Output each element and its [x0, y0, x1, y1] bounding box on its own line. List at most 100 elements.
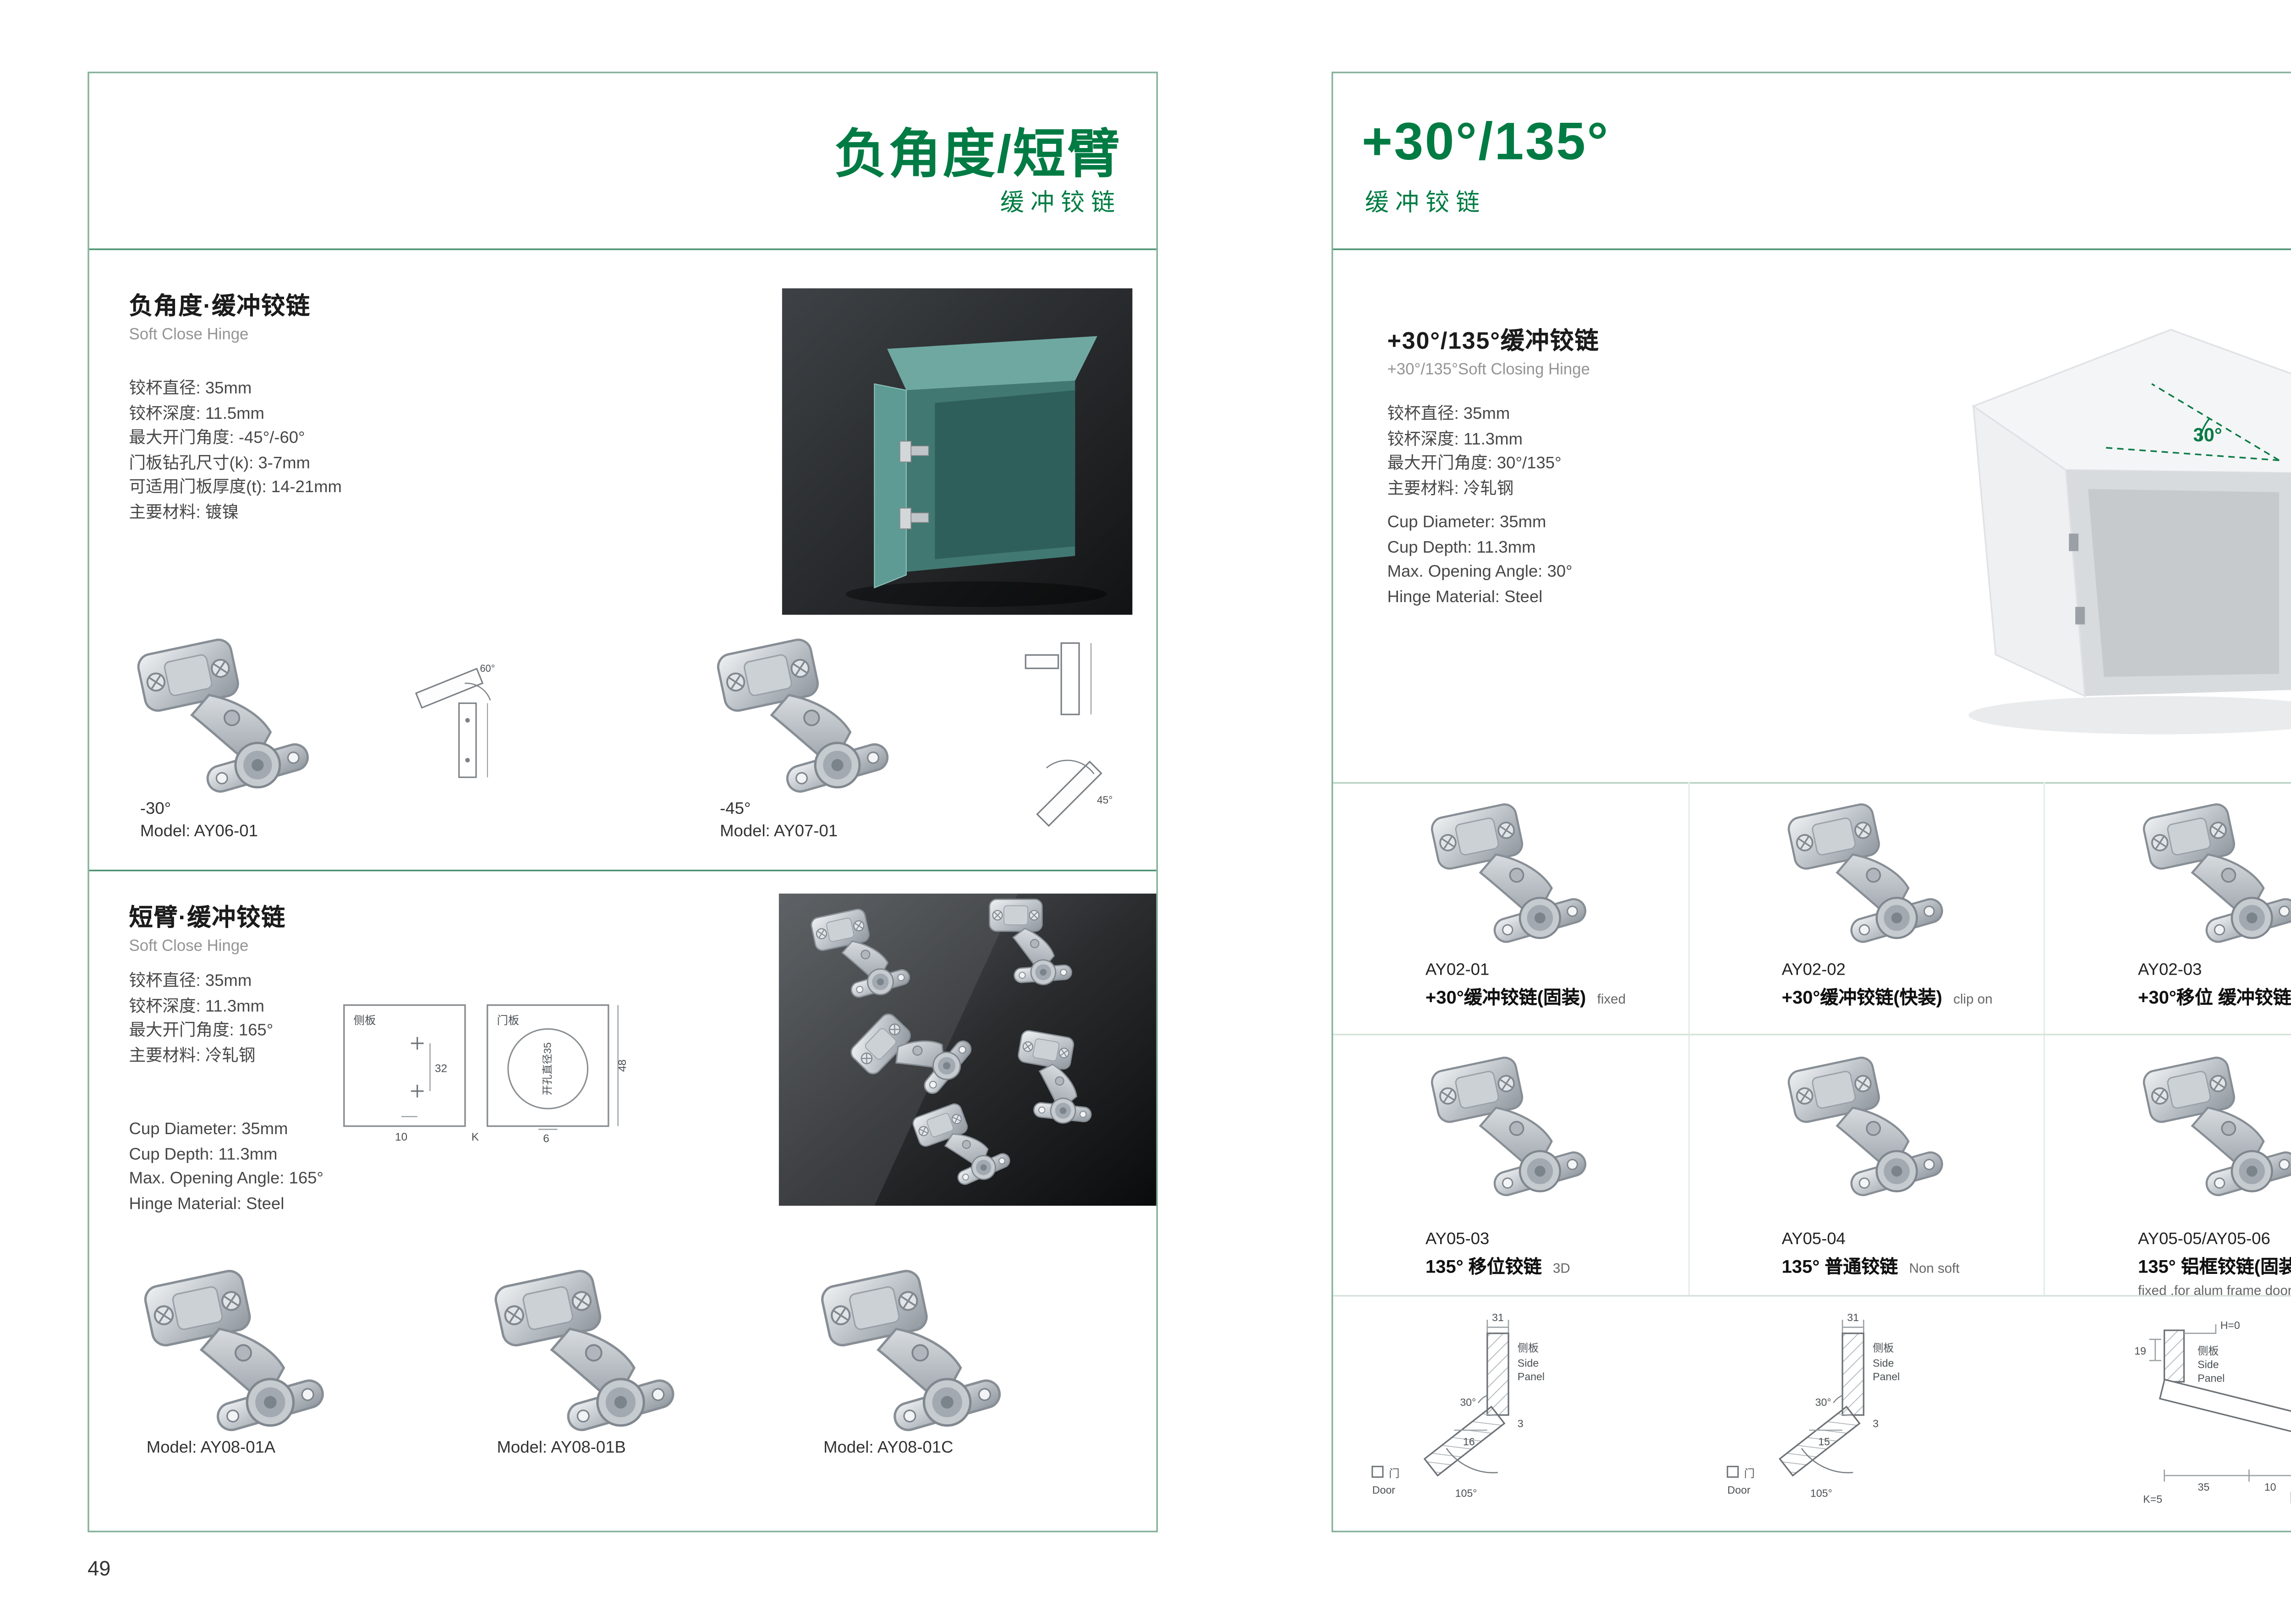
dim-label: 19 — [2135, 1345, 2147, 1357]
side-panel-label: 侧板 — [2198, 1345, 2219, 1357]
spec-line: Cup Depth: 11.3mm — [129, 1144, 278, 1164]
spec-list-cn: 铰杯直径: 35mm 铰杯深度: 11.3mm 最大开门角度: 30°/135°… — [1387, 403, 1562, 502]
product-code: AY02-01 — [1425, 960, 1490, 980]
angle-label: 105° — [1810, 1487, 1832, 1499]
hole-label: 开孔直径35 — [542, 1042, 554, 1095]
product-model-label: Model: AY08-01A — [146, 1438, 276, 1458]
section-heading: +30°/135°缓冲铰链 — [1387, 328, 1600, 356]
dim-label: 45° — [1097, 794, 1113, 806]
tech-drawing-drilling: 侧板 32 10 K 门板 开孔直径35 48 6 — [343, 1004, 629, 1145]
hinge-photo — [137, 1260, 338, 1437]
product-name: +30°缓冲铰链(固装)fixed — [1425, 989, 1626, 1009]
side-panel-label: 侧板 — [1873, 1342, 1894, 1354]
door-label-en: Door — [1372, 1484, 1395, 1496]
product-code: AY05-03 — [1425, 1229, 1490, 1249]
hinge-photo — [131, 629, 322, 798]
product-name: +30°缓冲铰链(快装)clip on — [1781, 989, 1993, 1009]
hinge-photo — [1782, 795, 1954, 948]
grid-row-diagrams: 31 侧板 Side Panel 105° 30° 3 16 — [1333, 1295, 2291, 1531]
spec-line: Hinge Material: Steel — [129, 1194, 285, 1213]
door-label: 门 — [1388, 1467, 1399, 1479]
grid-row-1: AY02-01 +30°缓冲铰链(固装)fixed AY02-02 +30°缓冲… — [1333, 782, 2291, 1034]
spec-line: Max. Opening Angle: 30° — [1387, 562, 1573, 582]
hinge-photo — [1425, 795, 1597, 948]
product-tag: fixed — [1597, 991, 1626, 1007]
page-subtitle: 缓冲铰链 — [1000, 189, 1122, 217]
product-model-label: Model: AY06-01 — [140, 822, 258, 841]
spec-line: Hinge Material: Steel — [1387, 587, 1543, 606]
h-label: H=0 — [2221, 1319, 2241, 1331]
hinge-photo — [710, 629, 901, 798]
door-label-en: Door — [1727, 1484, 1750, 1496]
product-tag: clip on — [1953, 991, 1993, 1007]
side-panel-label: 侧板 — [1517, 1342, 1538, 1354]
tech-drawing-neg45: 45° — [1025, 642, 1113, 827]
product-ay08-01b: Model: AY08-01B — [488, 1260, 726, 1459]
spec-line: 主要材料: 冷轧钢 — [1387, 478, 1514, 498]
door-panel-label: 门板 — [497, 1015, 520, 1027]
section-heading: 负角度·缓冲铰链 — [129, 293, 311, 320]
spec-line: 主要材料: 冷轧钢 — [129, 1045, 256, 1065]
hinge-photo — [2138, 1048, 2291, 1201]
spec-line: Cup Depth: 11.3mm — [1387, 538, 1536, 557]
dim-label: 32 — [435, 1062, 447, 1075]
angle-label: 30° — [1815, 1396, 1831, 1408]
section-heading: 短臂·缓冲铰链 — [129, 905, 286, 932]
product-tag: 3D — [1553, 1260, 1570, 1276]
right-header: +30°/135° 缓冲铰链 — [1333, 73, 2291, 250]
spec-line: 铰杯直径: 35mm — [129, 379, 252, 398]
spec-list: 铰杯直径: 35mm 铰杯深度: 11.5mm 最大开门角度: -45°/-60… — [129, 378, 342, 526]
install-diagram-1: 31 侧板 Side Panel 105° 30° 3 16 — [1333, 1296, 1688, 1531]
spec-line: 铰杯直径: 35mm — [1387, 404, 1510, 424]
dim-label: 10 — [395, 1131, 407, 1143]
product-model-label: Model: AY08-01B — [497, 1438, 626, 1458]
page-number-left: 49 — [88, 1556, 111, 1580]
section-heading-block: +30°/135°缓冲铰链 +30°/135°Soft Closing Hing… — [1387, 324, 1600, 379]
spec-line: 主要材料: 镀镍 — [129, 502, 239, 522]
product-code: AY05-04 — [1781, 1229, 1846, 1249]
product-name: +30°移位 缓冲铰链3D — [2138, 989, 2291, 1009]
install-diagram-2: 31 侧板 Side Panel 105° 30° 3 15 — [1689, 1296, 2044, 1531]
product-ay06-01: -30° Model: AY06-01 — [131, 629, 369, 843]
page-left: 负角度/短臂 缓冲铰链 负角度·缓冲铰链 Soft Close Hinge 铰杯… — [88, 71, 1158, 1532]
section-heading-block: 短臂·缓冲铰链 Soft Close Hinge — [129, 900, 286, 955]
product-model-label: Model: AY07-01 — [720, 822, 838, 841]
dim-label: 31 — [1847, 1311, 1859, 1323]
spec-line: 最大开门角度: -45°/-60° — [129, 428, 305, 448]
dim-label: 15 — [1818, 1436, 1830, 1448]
spec-line: Cup Diameter: 35mm — [129, 1119, 288, 1139]
door-label: 门 — [1744, 1467, 1754, 1479]
spec-list-en: Cup Diameter: 35mm Cup Depth: 11.3mm Max… — [1387, 511, 1573, 610]
product-grid: AY02-01 +30°缓冲铰链(固装)fixed AY02-02 +30°缓冲… — [1333, 782, 2291, 1531]
section-short-arm: 短臂·缓冲铰链 Soft Close Hinge 铰杯直径: 35mm 铰杯深度… — [89, 871, 1156, 1531]
section-negative-angle: 负角度·缓冲铰链 Soft Close Hinge 铰杯直径: 35mm 铰杯深… — [89, 250, 1156, 872]
product-cell-ay02-02: AY02-02 +30°缓冲铰链(快装)clip on — [1689, 782, 2046, 1034]
side-panel-label-en: Side — [1517, 1357, 1538, 1369]
product-ay07-01: -45° Model: AY07-01 — [710, 629, 949, 843]
side-panel-label-en: Side — [1873, 1357, 1894, 1369]
dim-label: 60° — [480, 663, 495, 674]
spec-line: 最大开门角度: 30°/135° — [1387, 454, 1562, 473]
spec-line: Max. Opening Angle: 165° — [129, 1169, 324, 1189]
side-panel-label-en: Panel — [2198, 1372, 2225, 1384]
product-cell-ay02-01: AY02-01 +30°缓冲铰链(固装)fixed — [1333, 782, 1689, 1034]
hinge-photo — [488, 1260, 688, 1437]
spec-line: 铰杯深度: 11.5mm — [129, 404, 264, 423]
cabinet-photo-white: 30° — [1968, 329, 2291, 735]
angle-callout: 30° — [2193, 424, 2222, 445]
section-intro-30-135: +30°/135°缓冲铰链 +30°/135°Soft Closing Hing… — [1333, 250, 2291, 784]
spec-line: Cup Diameter: 35mm — [1387, 513, 1546, 532]
section-heading-block: 负角度·缓冲铰链 Soft Close Hinge — [129, 288, 311, 344]
spec-line: 门板钻孔尺寸(k): 3-7mm — [129, 453, 310, 472]
spec-line: 铰杯深度: 11.3mm — [129, 996, 264, 1015]
dim-label: 6 — [543, 1132, 549, 1145]
spec-list-cn: 铰杯直径: 35mm 铰杯深度: 11.3mm 最大开门角度: 165° 主要材… — [129, 970, 274, 1069]
hinge-photo — [1782, 1048, 1954, 1201]
product-cell-ay05-05: AY05-05/AY05-06 135° 铝框铰链(固装/拆装)fixed ,f… — [2045, 1035, 2291, 1298]
angle-label: 105° — [1455, 1487, 1477, 1499]
dim-label: 31 — [1491, 1311, 1503, 1323]
product-angle-label: -45° — [720, 799, 751, 819]
section-subheading: +30°/135°Soft Closing Hinge — [1387, 362, 1590, 379]
